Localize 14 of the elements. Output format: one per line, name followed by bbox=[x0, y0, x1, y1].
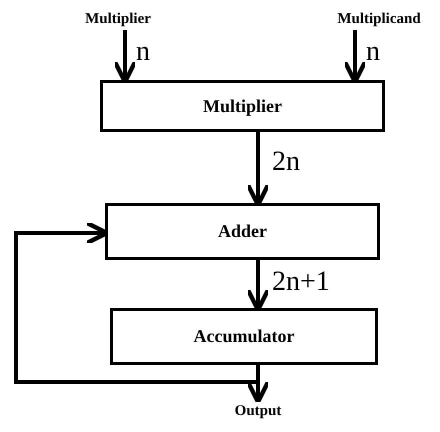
signal-label: Multiplier bbox=[85, 10, 151, 28]
box-label: Multiplier bbox=[203, 96, 282, 116]
edge-label: n bbox=[366, 38, 380, 66]
box-label: Accumulator bbox=[194, 326, 294, 347]
process-box bbox=[100, 80, 385, 132]
edge-label: 2n+1 bbox=[272, 268, 330, 296]
signal-label: Output bbox=[234, 402, 282, 420]
signal-label: Multiplicand bbox=[337, 10, 421, 28]
process-box bbox=[110, 308, 378, 365]
box-label: Adder bbox=[218, 221, 267, 242]
process-box bbox=[105, 203, 380, 260]
arrow bbox=[14, 220, 260, 384]
edge-label: n bbox=[136, 38, 150, 66]
edge-label: 2n bbox=[272, 148, 300, 176]
